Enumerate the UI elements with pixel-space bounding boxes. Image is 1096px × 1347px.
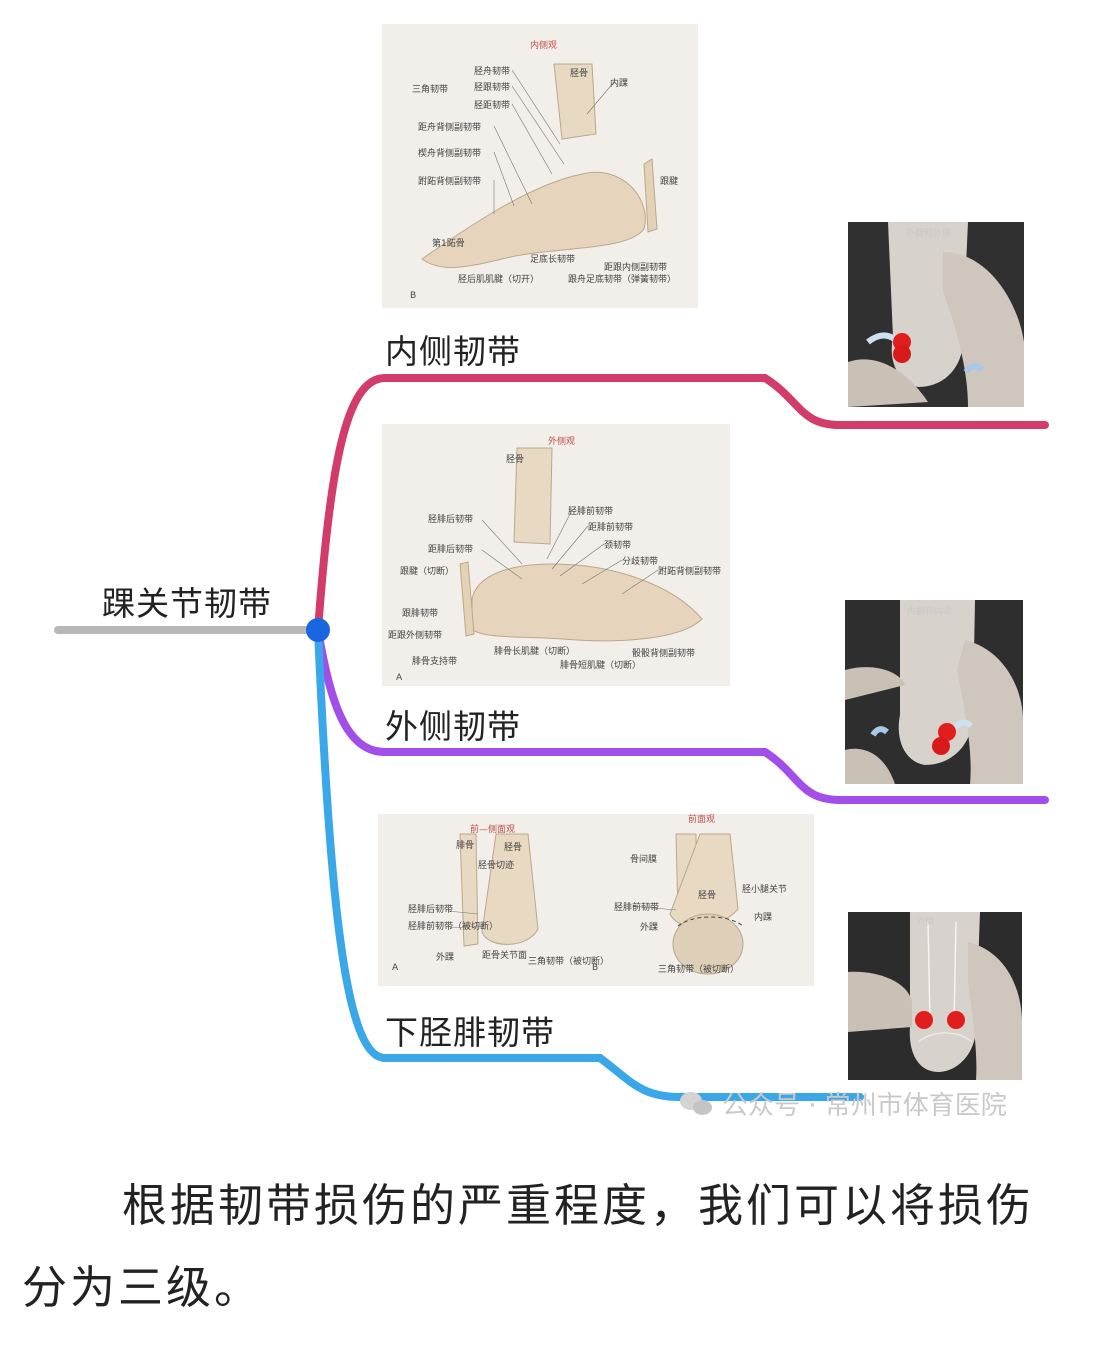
medial-label: 胫舟韧带 [474,65,510,77]
lateral-label: 骰骰背侧副韧带 [632,647,695,659]
syndesmosis-a-label: 胫骨切迹 [478,859,514,871]
branch-line-lateral [314,626,1049,804]
syndesmosis-a-label: 三角韧带（被切断） [528,955,609,967]
medial-ligament-photo: 外翻和外展 [848,222,1024,407]
syndesmosis-b-label: 骨间膜 [630,853,657,865]
lateral-ligament-photo: 内翻和内收 [845,600,1023,784]
branch-label-syndesmosis: 下胫腓韧带 [385,1013,555,1052]
syndesmosis-ligament-photo: 外旋 [848,912,1022,1080]
syndesmosis-a-label: 胫腓前韧带（被切断） [408,920,498,932]
syndesmosis-b-title: 前面观 [688,814,715,825]
lateral-label: 跟腓韧带 [402,607,438,619]
watermark: 公众号 · 常州市体育医院 [680,1085,1007,1122]
medial-label: 第1跖骨 [432,237,465,249]
syndesmosis-b-panel-letter: B [592,963,598,973]
syndesmosis-a-title: 前—侧面观 [470,823,515,835]
medial-label: 胫跟韧带 [474,81,510,93]
syndesmosis-a-label: 腓骨 [456,839,474,851]
medial-ligament-diagram: 内侧观 三角韧带 胫舟韧带 胫跟韧带 胫距韧带 距舟背侧副韧带 楔舟背侧副韧带 … [382,24,698,308]
medial-label: 内踝 [610,77,628,89]
medial-photo-caption: 外翻和外展 [906,227,951,239]
medial-label: 距跟内侧副韧带 [604,261,667,273]
branch-label-medial: 内侧韧带 [385,332,521,371]
lateral-label: 胫腓后韧带 [428,513,473,525]
syndesmosis-b-label: 胫小腿关节 [742,883,787,895]
watermark-text: 公众号 · 常州市体育医院 [722,1091,1007,1121]
medial-label: 胫距韧带 [474,99,510,111]
medial-label: 楔舟背侧副韧带 [418,147,481,159]
lateral-photo-caption: 内翻和内收 [907,605,952,617]
mindmap-connectors [54,374,1049,1101]
syndesmosis-a-label: 距骨关节面 [482,949,527,961]
lateral-label: 胫骨 [506,454,524,465]
lateral-label: 腓骨短肌腱（切断） [560,659,641,671]
lateral-label: 分歧韧带 [622,555,658,567]
syndesmosis-b-label: 胫腓前韧带 [614,901,659,913]
lateral-ligament-diagram: 外侧观 胫骨 胫腓后韧带 距腓后韧带 跟腱（切断） 跟腓韧带 距跟外侧韧带 腓骨… [382,424,730,686]
lateral-label: 距腓后韧带 [428,543,473,555]
medial-label: 三角韧带 [412,83,448,95]
lateral-label: 距跟外侧韧带 [388,629,442,641]
lateral-label: 距腓前韧带 [588,521,633,533]
syndesmosis-ligament-diagram: 前—侧面观 腓骨 胫骨 胫骨切迹 胫腓后韧带 胫腓前韧带（被切断） 外踝 距骨关… [378,814,814,986]
syndesmosis-b-label: 胫骨 [698,890,716,901]
medial-diagram-title: 内侧观 [530,39,557,51]
lateral-label: 跗跖背侧副韧带 [658,565,721,577]
syndesmosis-b-label: 三角韧带（被切断） [658,963,739,975]
lateral-diagram-title: 外侧观 [548,435,575,447]
syndesmosis-photo-caption: 外旋 [916,915,934,927]
medial-label: 胫骨 [570,68,588,79]
lateral-label: 颈韧带 [604,539,631,551]
medial-label: 胫后肌肌腱（切开） [458,273,539,285]
syndesmosis-a-label: 胫骨 [504,842,522,853]
medial-panel-letter: B [410,291,416,301]
syndesmosis-b-label: 内踝 [754,911,772,923]
lateral-label: 跟腱（切断） [400,565,454,577]
medial-label: 跟舟足底韧带（弹簧韧带） [568,273,676,285]
medial-label: 足底长韧带 [530,253,575,265]
syndesmosis-b-label: 外踝 [640,921,658,933]
branch-label-lateral: 外侧韧带 [385,707,521,746]
lateral-label: 胫腓前韧带 [568,505,613,517]
branch-line-syndesmosis [314,626,864,1101]
medial-label: 跗跖背侧副韧带 [418,175,481,187]
hub-node [306,618,330,642]
syndesmosis-a-label: 外踝 [436,951,454,963]
lateral-label: 腓骨支持带 [412,655,457,667]
medial-label: 距舟背侧副韧带 [418,121,481,133]
lateral-label: 腓骨长肌腱（切断） [494,645,575,657]
syndesmosis-a-panel-letter: A [392,963,399,973]
wechat-icon [680,1090,714,1118]
medial-label: 跟腱 [660,175,678,187]
body-paragraph: 根据韧带损伤的严重程度，我们可以将损伤分为三级。 [22,1179,1035,1314]
root-label: 踝关节韧带 [102,584,272,623]
syndesmosis-a-label: 胫腓后韧带 [408,903,453,915]
lateral-panel-letter: A [396,673,403,683]
branch-line-medial [314,374,1049,634]
